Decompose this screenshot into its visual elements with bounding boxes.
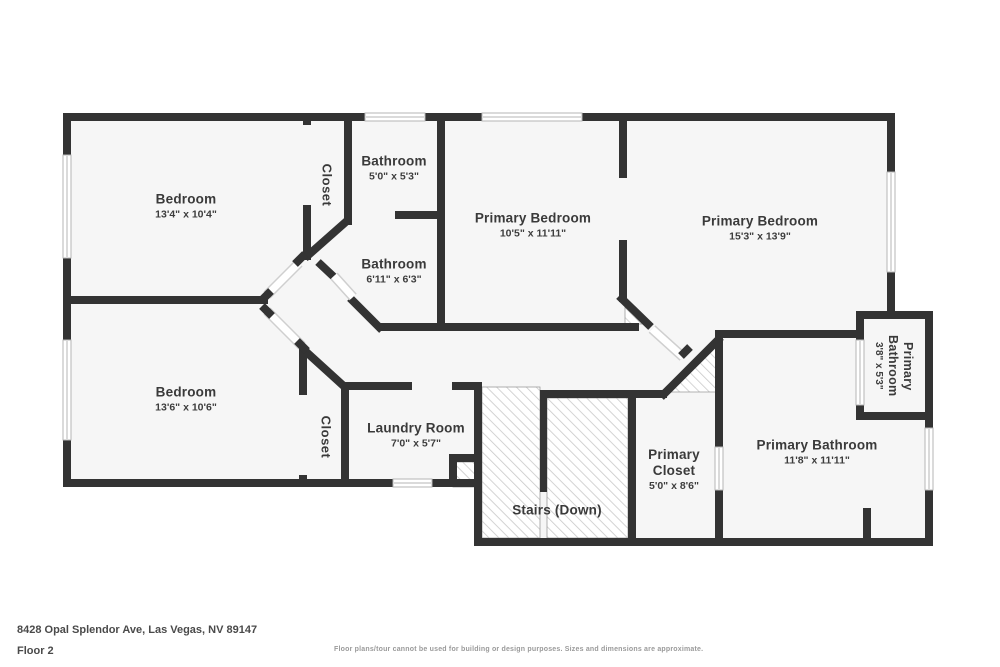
room-dims: 7'0" x 5'7" — [391, 437, 441, 450]
room-dims: 3'8" x 5'3" — [873, 342, 884, 390]
room-name: Primary Bedroom — [701, 213, 819, 229]
diagonal-walls — [300, 217, 724, 400]
room-label-bathroom-2: Bathroom 6'11" x 6'3" — [361, 256, 426, 287]
room-label-closet-2: Closet — [318, 416, 335, 459]
room-label-bedroom-2: Bedroom 13'6" x 10'6" — [155, 384, 217, 415]
room-name: Bedroom — [155, 384, 217, 400]
door-openings — [258, 251, 693, 361]
windows — [62, 112, 934, 491]
room-name: Closet — [319, 163, 335, 207]
room-dims: 6'11" x 6'3" — [366, 273, 422, 286]
room-dims: 5'0" x 8'6" — [649, 480, 699, 492]
room-name: Bathroom — [361, 153, 427, 169]
room-name: Bathroom — [361, 256, 427, 272]
room-name: Primary Bedroom — [474, 210, 592, 226]
room-name: Primary Closet — [648, 447, 700, 478]
room-dims: 5'0" x 5'3" — [369, 170, 419, 183]
floor-label: Floor 2 — [17, 645, 54, 657]
room-label-primary-closet: Primary Closet 5'0" x 8'6" — [634, 447, 714, 493]
room-dims: 15'3" x 13'9" — [729, 230, 791, 243]
room-label-stairs: Stairs (Down) — [512, 502, 602, 519]
room-name: Bedroom — [155, 191, 217, 207]
room-label-primary-bathroom: Primary Bathroom 11'8" x 11'11" — [757, 437, 878, 468]
room-label-laundry: Laundry Room 7'0" x 5'7" — [367, 420, 465, 451]
room-label-primary-bedroom-1: Primary Bedroom 10'5" x 11'11" — [475, 210, 591, 241]
disclaimer-text: Floor plans/tour cannot be used for buil… — [334, 646, 704, 653]
room-name: Primary Bathroom — [886, 335, 915, 397]
room-dims: 13'4" x 10'4" — [155, 208, 217, 221]
room-label-bedroom-1: Bedroom 13'4" x 10'4" — [155, 191, 217, 222]
address-text: 8428 Opal Splendor Ave, Las Vegas, NV 89… — [17, 624, 258, 636]
interior-walls — [63, 113, 871, 546]
room-dims: 10'5" x 11'11" — [499, 227, 567, 240]
room-name: Primary Bathroom — [756, 437, 878, 453]
room-dims: 13'6" x 10'6" — [155, 401, 217, 414]
room-label-primary-bathroom-2: Primary Bathroom 3'8" x 5'3" — [871, 324, 915, 408]
room-label-closet-1: Closet — [319, 164, 336, 207]
room-name: Closet — [318, 415, 334, 459]
room-label-bathroom-1: Bathroom 5'0" x 5'3" — [361, 153, 426, 184]
room-name: Laundry Room — [367, 420, 465, 436]
room-name: Stairs (Down) — [512, 502, 602, 518]
room-dims: 11'8" x 11'11" — [784, 454, 850, 467]
room-label-primary-bedroom-2: Primary Bedroom 15'3" x 13'9" — [702, 213, 818, 244]
